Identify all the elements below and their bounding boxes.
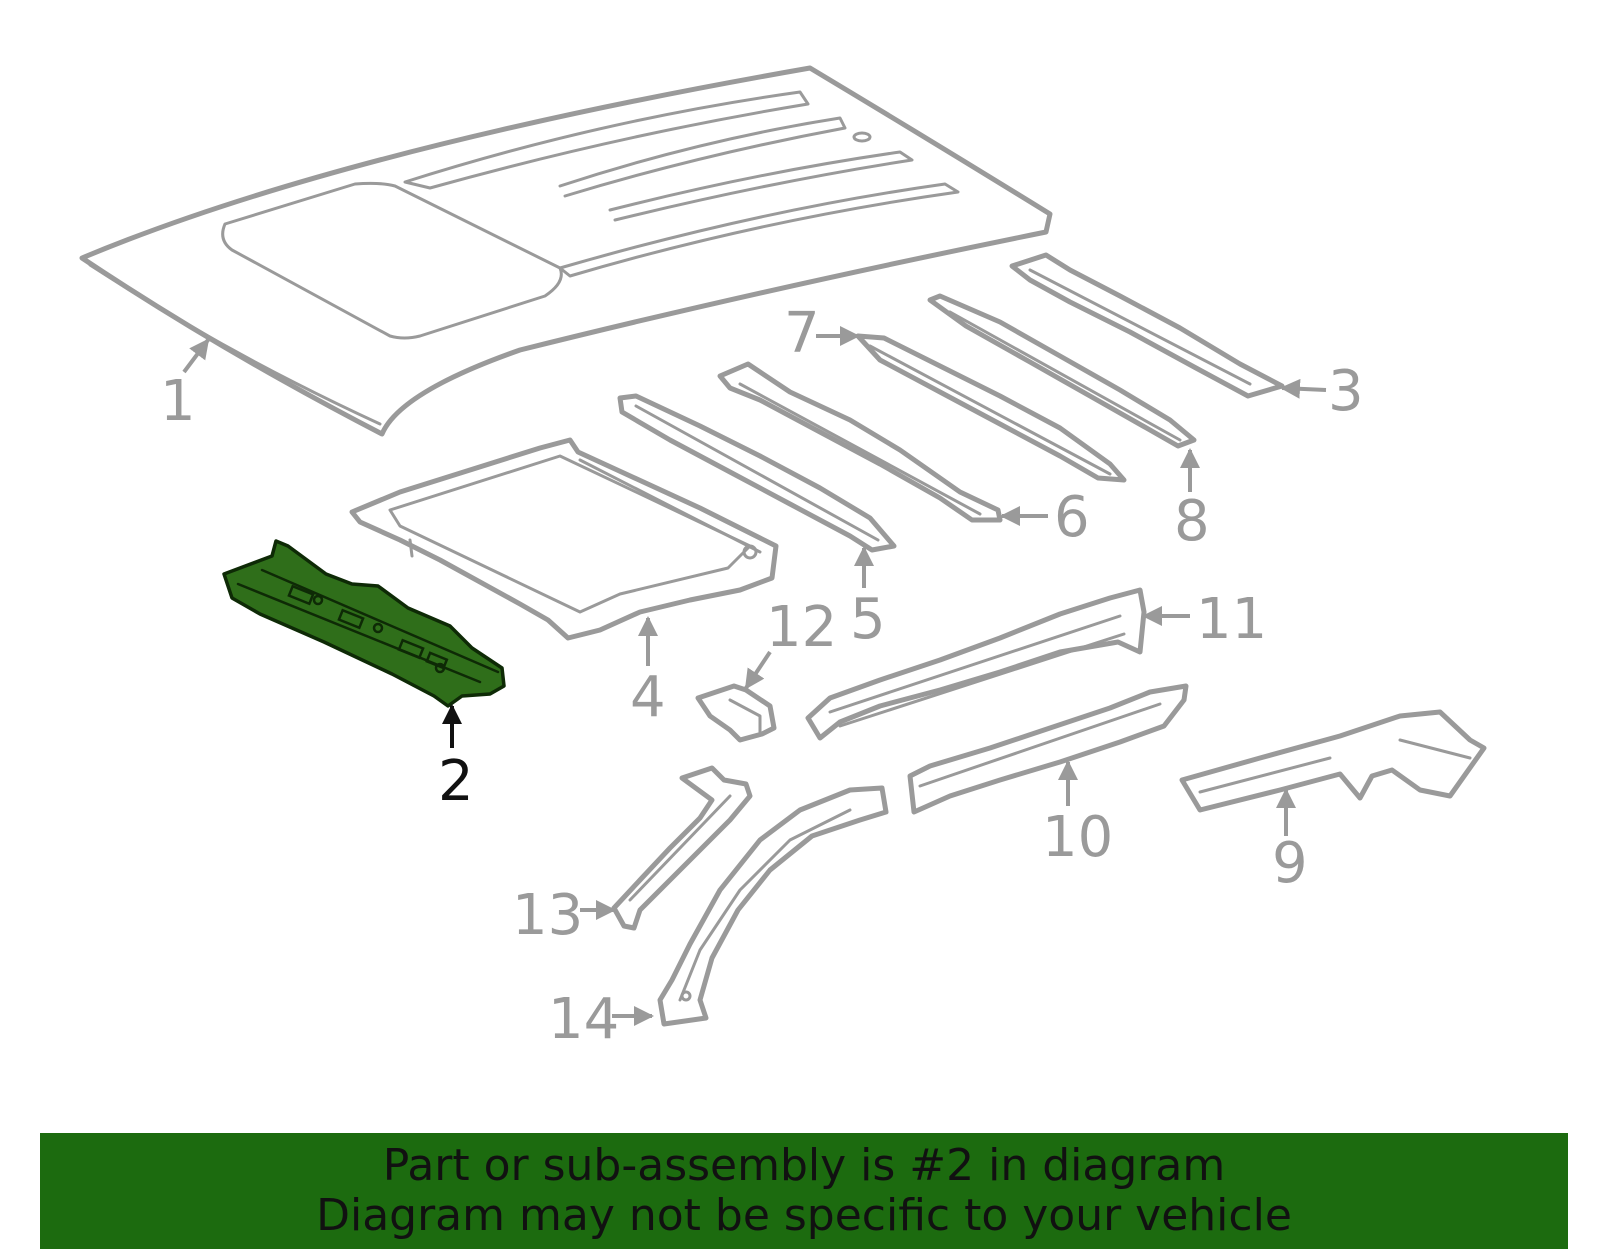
banner-line-2: Diagram may not be specific to your vehi… xyxy=(316,1190,1292,1241)
front-pillar-part-14 xyxy=(657,785,889,1027)
info-banner: Part or sub-assembly is #2 in diagram Di… xyxy=(40,1133,1568,1249)
banner-line-1: Part or sub-assembly is #2 in diagram xyxy=(382,1140,1226,1191)
roof-bow-part-5 xyxy=(617,393,897,553)
roof-side-rail-part-9 xyxy=(1179,709,1487,813)
callout-2: 2 xyxy=(438,749,474,814)
callout-3: 3 xyxy=(1328,359,1364,424)
parts-diagram: 1 2 3 4 5 6 7 8 9 10 11 12 13 14 xyxy=(79,65,1487,1052)
callout-numbers: 1 2 3 4 5 6 7 8 9 10 11 12 13 14 xyxy=(160,301,1364,1052)
callout-9: 9 xyxy=(1272,831,1308,896)
roof-side-rail-part-10 xyxy=(907,683,1189,815)
callout-1: 1 xyxy=(160,369,196,434)
callout-leaders xyxy=(182,326,1327,1026)
callout-13: 13 xyxy=(512,883,583,948)
callout-12: 12 xyxy=(766,595,837,660)
front-roof-header-part-2 xyxy=(222,539,506,708)
callout-6: 6 xyxy=(1054,485,1090,550)
roof-side-rail-part-11 xyxy=(805,587,1147,741)
sunroof-frame-part-4 xyxy=(349,437,779,641)
callout-7: 7 xyxy=(784,301,820,366)
roof-bow-part-7 xyxy=(855,333,1127,483)
pillar-reinforcement-part-13 xyxy=(611,765,753,931)
bracket-part-12 xyxy=(695,683,777,743)
callout-5: 5 xyxy=(850,587,886,652)
callout-10: 10 xyxy=(1042,805,1113,870)
callout-11: 11 xyxy=(1196,587,1267,652)
callout-4: 4 xyxy=(630,665,666,730)
callout-8: 8 xyxy=(1174,489,1210,554)
roof-bow-part-8 xyxy=(927,293,1197,449)
callout-14: 14 xyxy=(548,987,619,1052)
roof-panel-part-1 xyxy=(79,65,1053,437)
